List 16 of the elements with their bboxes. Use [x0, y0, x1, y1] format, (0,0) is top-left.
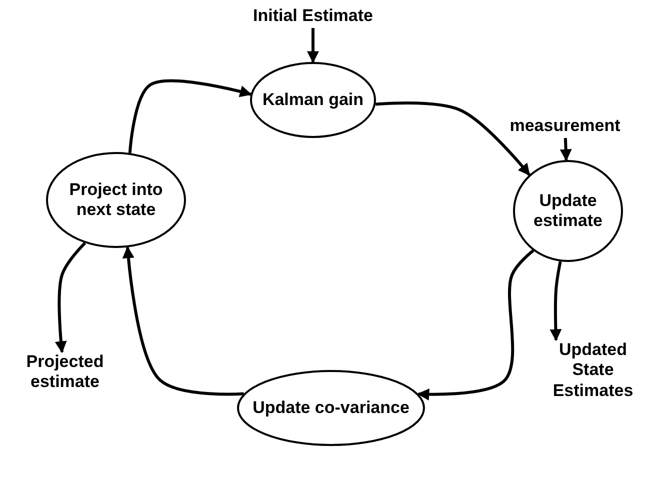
flow-label: measurement	[510, 116, 620, 136]
step-label: Update estimate	[532, 190, 604, 232]
flow-label: Initial Estimate	[253, 6, 373, 26]
step-label: Update co-variance	[252, 398, 410, 418]
arrow	[376, 102, 530, 176]
arrow	[560, 138, 572, 162]
arrow	[417, 249, 534, 400]
arrow	[550, 261, 562, 342]
flow-label: Projected estimate	[25, 352, 105, 393]
arrow	[307, 28, 319, 64]
flow-label: Updated State Estimates	[552, 340, 634, 402]
step-label: Project into next state	[68, 180, 164, 220]
arrow	[122, 246, 244, 396]
arrow	[54, 242, 86, 354]
step-label: Kalman gain	[262, 90, 364, 110]
arrow	[128, 79, 252, 154]
